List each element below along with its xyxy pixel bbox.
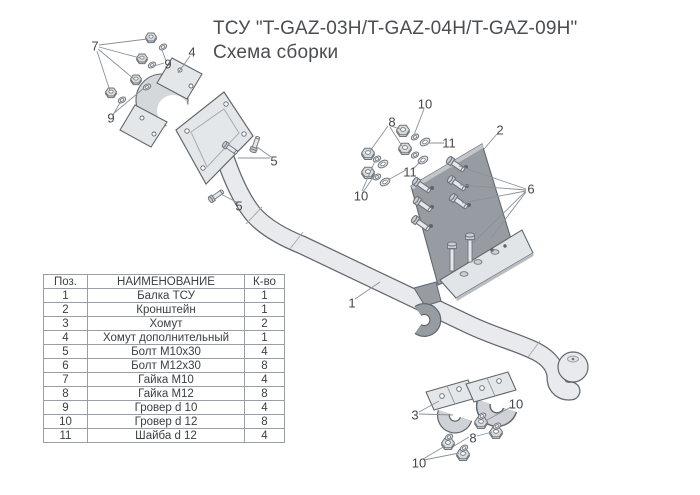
callout-6: 6 [527, 181, 535, 197]
title-line-model: ТСУ "T-GAZ-03H/T-GAZ-04H/T-GAZ-09H" [213, 18, 578, 39]
table-row: 1 Балка ТСУ 1 [43, 288, 285, 303]
cell-qty: 1 [244, 302, 285, 317]
callout-1: 1 [348, 295, 356, 311]
parts-table-header: Поз. НАИМЕНОВАНИЕ К-во [43, 274, 285, 289]
cell-qty: 2 [244, 316, 285, 331]
callout-5b: 5 [235, 198, 243, 214]
col-header-pos: Поз. [43, 274, 88, 289]
bracket-bolts [409, 155, 507, 277]
cell-qty: 4 [244, 428, 285, 443]
cell-name: Гайка М12 [87, 386, 245, 401]
cell-qty: 8 [244, 414, 285, 429]
col-header-name: НАИМЕНОВАНИЕ [87, 274, 245, 289]
table-row: 3 Хомут 2 [43, 316, 285, 331]
cell-pos: 10 [43, 414, 88, 429]
leader-lines [96, 38, 527, 461]
cell-pos: 8 [43, 386, 88, 401]
drawing-title: ТСУ "T-GAZ-03H/T-GAZ-04H/T-GAZ-09H" Схем… [213, 17, 577, 65]
cell-pos: 6 [43, 358, 88, 373]
standing-bolt [465, 232, 475, 263]
title-line-subtitle: Схема сборки [213, 42, 339, 63]
callout-5a: 5 [270, 153, 278, 169]
callout-3: 3 [411, 407, 419, 423]
callout-8a: 8 [388, 114, 396, 130]
clamp-right-part [465, 371, 518, 428]
cell-pos: 4 [43, 330, 88, 345]
table-row: 11 Шайба d 12 4 [43, 428, 285, 443]
table-row: 7 Гайка М10 4 [43, 372, 285, 387]
cell-name: Гровер d 12 [87, 414, 245, 429]
cell-pos: 7 [43, 372, 88, 387]
cell-pos: 3 [43, 316, 88, 331]
callout-10b: 10 [353, 188, 369, 204]
cell-name: Болт М12х30 [87, 358, 245, 373]
table-row: 6 Болт М12х30 8 [43, 358, 285, 373]
table-row: 5 Болт М10х30 4 [43, 344, 285, 359]
cell-name: Хомут [87, 316, 245, 331]
bracket-hook [413, 281, 442, 337]
callout-9b: 9 [107, 110, 115, 126]
table-row: 4 Хомут дополнительный 1 [43, 330, 285, 345]
cell-qty: 4 [244, 400, 285, 415]
bracket-part [409, 143, 534, 301]
table-row: 9 Гровер d 10 4 [43, 400, 285, 415]
standing-bolt [447, 241, 457, 272]
callout-11b: 11 [403, 164, 417, 180]
cell-name: Гровер d 10 [87, 400, 245, 415]
cell-qty: 4 [244, 344, 285, 359]
callout-4: 4 [188, 44, 196, 60]
cell-qty: 1 [244, 330, 285, 345]
callout-10c: 10 [508, 396, 524, 412]
beam-flange-plate [175, 91, 254, 185]
cell-pos: 9 [43, 400, 88, 415]
table-row: 2 Кронштейн 1 [43, 302, 285, 317]
table-row: 10 Гровер d 12 8 [43, 414, 285, 429]
callout-7: 7 [91, 38, 99, 54]
tow-ball [557, 351, 589, 383]
cell-pos: 1 [43, 288, 88, 303]
parts-table: Поз. НАИМЕНОВАНИЕ К-во 1 Балка ТСУ 1 2 К… [43, 274, 285, 443]
callout-2: 2 [496, 122, 504, 138]
callout-10d: 10 [411, 455, 427, 471]
cell-name: Балка ТСУ [87, 288, 245, 303]
cell-name: Гайка М10 [87, 372, 245, 387]
cell-pos: 5 [43, 344, 88, 359]
cell-pos: 2 [43, 302, 88, 317]
cell-qty: 1 [244, 288, 285, 303]
cell-pos: 11 [43, 428, 88, 443]
cell-name: Хомут дополнительный [87, 330, 245, 345]
table-row: 8 Гайка М12 8 [43, 386, 285, 401]
clamp-left-part [425, 379, 477, 434]
cell-name: Шайба d 12 [87, 428, 245, 443]
callout-11a: 11 [442, 135, 456, 151]
cell-qty: 8 [244, 386, 285, 401]
beam-part [205, 118, 589, 401]
cell-name: Кронштейн [87, 302, 245, 317]
callout-10a: 10 [417, 96, 433, 112]
cell-qty: 4 [244, 372, 285, 387]
col-header-qty: К-во [244, 274, 285, 289]
callout-9a: 9 [164, 56, 172, 72]
callout-8b: 8 [469, 430, 477, 446]
cell-name: Болт М10х30 [87, 344, 245, 359]
cell-qty: 8 [244, 358, 285, 373]
